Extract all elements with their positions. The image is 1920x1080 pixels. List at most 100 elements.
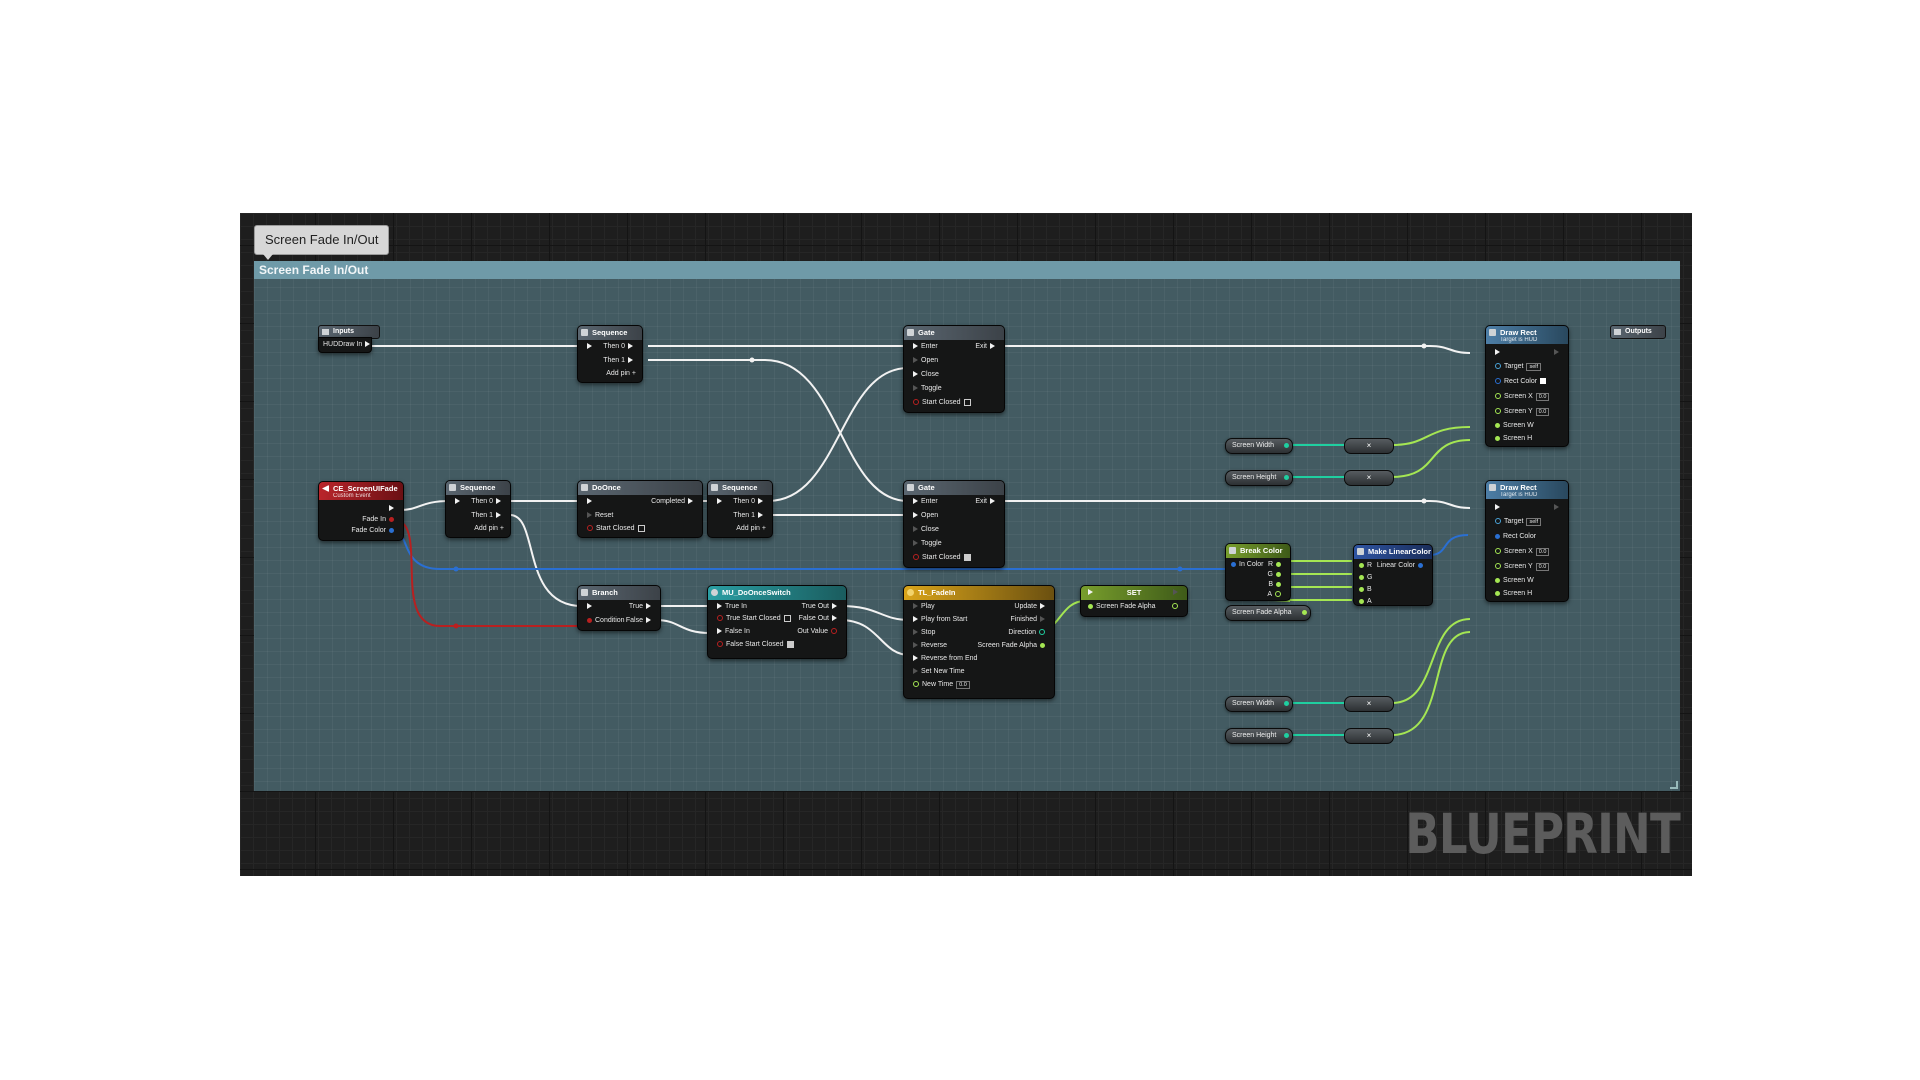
enter-pin[interactable]: [913, 498, 918, 505]
start-closed-checkbox[interactable]: [637, 524, 645, 532]
reset-pin[interactable]: [587, 512, 592, 519]
gate-node-top[interactable]: Gate Enter Exit Open Close Toggle Start …: [903, 325, 1005, 413]
enter-pin[interactable]: [913, 343, 918, 350]
set-node[interactable]: SET Screen Fade Alpha: [1080, 585, 1188, 617]
add-pin-button[interactable]: Add pin: [736, 525, 760, 532]
inputs-pin-row[interactable]: HUDDraw In: [318, 337, 372, 353]
bool-pin[interactable]: [717, 641, 723, 648]
screen-x-pin[interactable]: [1495, 548, 1501, 555]
screen-width-var-bottom[interactable]: Screen Width: [1225, 696, 1293, 712]
play-from-start-pin[interactable]: [913, 616, 918, 623]
r-pin[interactable]: [1276, 561, 1281, 567]
close-pin[interactable]: [913, 371, 918, 378]
screen-y-pin[interactable]: [1495, 408, 1501, 415]
true-pin[interactable]: [646, 603, 651, 610]
int-out-pin[interactable]: [1284, 443, 1289, 448]
screen-x-field[interactable]: 0.0: [1535, 393, 1550, 401]
sequence-node-mid[interactable]: Sequence Then 0 Then 1 Add pin +: [445, 480, 511, 538]
r-in-pin[interactable]: [1359, 562, 1364, 568]
b-in-pin[interactable]: [1359, 586, 1364, 592]
set-new-time-pin[interactable]: [913, 668, 918, 675]
int-out-pin[interactable]: [1284, 475, 1289, 480]
then0-pin[interactable]: [628, 343, 633, 350]
break-color-node[interactable]: Break Color In Color R G B A: [1225, 543, 1291, 601]
bool-pin[interactable]: [913, 399, 919, 406]
sequence-node-mid2[interactable]: Sequence Then 0 Then 1 Add pin +: [707, 480, 773, 538]
exec-out-pin[interactable]: [1554, 349, 1559, 356]
start-closed-checkbox[interactable]: [963, 553, 971, 561]
screen-y-field[interactable]: 0.0: [1535, 563, 1550, 571]
exit-pin[interactable]: [990, 498, 995, 505]
condition-pin[interactable]: [587, 617, 592, 623]
then0-pin[interactable]: [496, 498, 501, 505]
target-pin[interactable]: [1495, 518, 1501, 525]
g-pin[interactable]: [1276, 571, 1281, 577]
then1-pin[interactable]: [628, 357, 633, 364]
exec-out-pin[interactable]: [365, 341, 371, 348]
false-start-closed-checkbox[interactable]: [786, 640, 794, 648]
timeline-node[interactable]: TL_FadeIn Play Update Play from Start Fi…: [903, 585, 1055, 699]
reverse-from-end-pin[interactable]: [913, 655, 918, 662]
doonce-switch-node[interactable]: MU_DoOnceSwitch True In True Out True St…: [707, 585, 847, 659]
comment-title[interactable]: Screen Fade In/Out: [254, 261, 1680, 279]
start-closed-checkbox[interactable]: [963, 398, 971, 406]
false-out-pin[interactable]: [832, 615, 837, 622]
exec-in-pin[interactable]: [587, 498, 592, 505]
doonce-node[interactable]: DoOnce Completed Reset Start Closed: [577, 480, 703, 538]
multiply-node[interactable]: ×: [1344, 696, 1394, 712]
add-pin-button[interactable]: Add pin: [474, 525, 498, 532]
multiply-node[interactable]: ×: [1344, 438, 1394, 454]
exec-in-pin[interactable]: [717, 498, 722, 505]
bool-pin[interactable]: [717, 615, 723, 622]
branch-node[interactable]: Branch True Condition False: [577, 585, 661, 631]
add-pin-button[interactable]: Add pin: [606, 370, 630, 377]
fade-color-pin[interactable]: [389, 527, 394, 533]
screen-width-var-top[interactable]: Screen Width: [1225, 438, 1293, 454]
int-out-pin[interactable]: [1284, 733, 1289, 738]
play-pin[interactable]: [913, 603, 918, 610]
float-out-pin[interactable]: [1302, 610, 1307, 615]
screen-y-pin[interactable]: [1495, 563, 1501, 570]
true-in-pin[interactable]: [717, 603, 722, 610]
bool-pin[interactable]: [913, 554, 919, 561]
b-pin[interactable]: [1276, 581, 1281, 587]
int-out-pin[interactable]: [1284, 701, 1289, 706]
finished-pin[interactable]: [1040, 616, 1045, 623]
exec-in-pin[interactable]: [1088, 589, 1093, 596]
exec-in-pin[interactable]: [587, 603, 592, 610]
close-pin[interactable]: [913, 526, 918, 533]
screen-x-pin[interactable]: [1495, 393, 1501, 400]
open-pin[interactable]: [913, 512, 918, 519]
screen-y-field[interactable]: 0.0: [1535, 408, 1550, 416]
exit-pin[interactable]: [990, 343, 995, 350]
exec-out-pin[interactable]: [1173, 589, 1178, 596]
screen-height-var-bottom[interactable]: Screen Height: [1225, 728, 1293, 744]
true-out-pin[interactable]: [832, 603, 837, 610]
true-start-closed-checkbox[interactable]: [783, 614, 791, 622]
color-swatch[interactable]: [1540, 378, 1547, 385]
plus-icon[interactable]: +: [629, 370, 636, 377]
sequence-node-top[interactable]: Sequence Then 0 Then 1 Add pin +: [577, 325, 643, 383]
then1-pin[interactable]: [758, 512, 763, 519]
exec-out-pin[interactable]: [389, 505, 394, 512]
rect-color-pin[interactable]: [1495, 533, 1500, 539]
a-in-pin[interactable]: [1359, 598, 1364, 604]
gate-node-mid[interactable]: Gate Enter Exit Open Close Toggle Start …: [903, 480, 1005, 568]
blueprint-graph[interactable]: Screen Fade In/Out Screen Fade In/Out: [240, 213, 1692, 876]
multiply-node[interactable]: ×: [1344, 728, 1394, 744]
target-field[interactable]: self: [1526, 363, 1542, 371]
fade-in-pin[interactable]: [389, 516, 394, 522]
false-pin[interactable]: [646, 617, 651, 624]
exec-in-pin[interactable]: [455, 498, 460, 505]
screen-h-pin[interactable]: [1495, 435, 1500, 441]
g-in-pin[interactable]: [1359, 574, 1364, 580]
linear-color-pin[interactable]: [1418, 562, 1423, 568]
target-pin[interactable]: [1495, 363, 1501, 370]
exec-in-pin[interactable]: [1495, 349, 1500, 356]
exec-in-pin[interactable]: [1495, 504, 1500, 511]
then0-pin[interactable]: [758, 498, 763, 505]
alpha-in-pin[interactable]: [1088, 603, 1093, 609]
